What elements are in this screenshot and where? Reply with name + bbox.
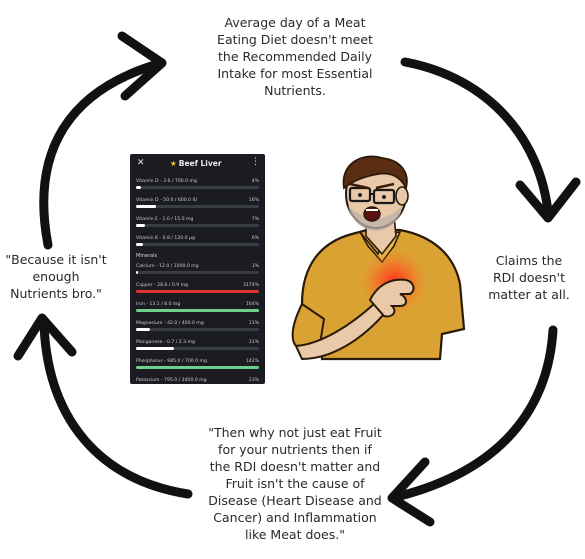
progress-fill (136, 224, 145, 227)
arrowhead-right (515, 177, 581, 223)
star-icon: ★ (170, 159, 177, 168)
progress-track (136, 271, 259, 274)
minerals-heading: Minerals (136, 253, 158, 259)
progress-fill (136, 186, 141, 189)
kebab-icon[interactable]: ⋮ (251, 157, 260, 167)
nutrient-percent: 6% (251, 236, 259, 241)
caption-top: Average day of a Meat Eating Diet doesn'… (217, 15, 373, 98)
arrowhead-bottom (387, 457, 435, 527)
nutrient-row: Copper - 28.6 / 0.9 mg 3174% (130, 278, 265, 297)
arrow-bottom-left (39, 320, 193, 499)
caption-left: "Because it isn't enough Nutrients bro." (5, 252, 107, 301)
nutrient-percent: 16% (248, 198, 259, 203)
progress-fill (136, 347, 175, 350)
progress-fill (136, 309, 259, 312)
progress-track (136, 347, 259, 350)
nutrient-percent: 31% (248, 340, 259, 345)
progress-track (136, 309, 259, 312)
nutrient-percent: 142% (245, 359, 259, 364)
nutrient-app-screenshot: ✕ ★Beef Liver ⋮ Vitamin D - 3.6 / 700.0 … (130, 154, 265, 384)
caption-bottom: "Then why not just eat Fruit for your nu… (208, 425, 382, 542)
progress-fill (136, 205, 156, 208)
nutrient-label: Iron - 13.1 / 8.0 mg (136, 302, 181, 307)
progress-track (136, 205, 259, 208)
progress-fill (136, 290, 259, 293)
nutrient-row: Potassium - 795.0 / 3400.0 mg 23% (130, 373, 265, 384)
nutrient-label: Vitamin D - 3.6 / 700.0 mg (136, 179, 197, 184)
arrowhead-left (13, 313, 77, 361)
progress-track (136, 224, 259, 227)
nutrient-label: Manganese - 0.7 / 2.3 mg (136, 340, 195, 345)
nutrient-row: Phosphorus - 985.0 / 700.0 mg 142% (130, 354, 265, 373)
progress-fill (136, 328, 150, 331)
progress-fill (136, 271, 139, 274)
nutrient-percent: 7% (251, 217, 259, 222)
progress-track (136, 366, 259, 369)
nutrient-percent: 164% (245, 302, 259, 307)
man-clutching-chest-illustration (291, 155, 466, 361)
caption-right: Claims the RDI doesn't matter at all. (488, 253, 570, 302)
nutrient-percent: 1% (251, 264, 259, 269)
nutrient-row: Manganese - 0.7 / 2.3 mg 31% (130, 335, 265, 354)
progress-track (136, 243, 259, 246)
nutrient-row: Calcium - 12.0 / 1000.0 mg 1% (130, 259, 265, 278)
progress-track (136, 290, 259, 293)
nutrient-label: Phosphorus - 985.0 / 700.0 mg (136, 359, 207, 364)
arrow-top-right (400, 57, 553, 217)
nutrient-label: Copper - 28.6 / 0.9 mg (136, 283, 188, 288)
arrow-bottom-right (395, 325, 558, 501)
progress-fill (136, 366, 259, 369)
food-title: ★Beef Liver (170, 159, 222, 168)
close-icon[interactable]: ✕ (137, 158, 145, 168)
nutrient-row: Vitamin D - 3.6 / 700.0 mg 4% (130, 174, 265, 193)
food-title-text: Beef Liver (178, 159, 222, 168)
nutrient-percent: 11% (248, 321, 259, 326)
nutrient-row: Magnesium - 42.0 / 400.0 mg 11% (130, 316, 265, 335)
nutrient-row: Vitamin K - 6.8 / 120.0 µg 6% (130, 231, 265, 250)
progress-track (136, 328, 259, 331)
nutrient-label: Potassium - 795.0 / 3400.0 mg (136, 378, 207, 383)
nutrient-row: Vitamin E - 1.0 / 15.0 mg 7% (130, 212, 265, 231)
progress-track (136, 186, 259, 189)
nutrient-label: Vitamin E - 1.0 / 15.0 mg (136, 217, 194, 222)
nutrient-row: Vitamin D - 50.0 / 600.0 IU 16% (130, 193, 265, 212)
nutrient-label: Magnesium - 42.0 / 400.0 mg (136, 321, 204, 326)
nutrient-percent: 3174% (242, 283, 259, 288)
app-header: ✕ ★Beef Liver ⋮ (130, 154, 265, 174)
mineral-list: Calcium - 12.0 / 1000.0 mg 1% Copper - 28.… (130, 259, 265, 384)
nutrient-row: Iron - 13.1 / 8.0 mg 164% (130, 297, 265, 316)
arrowhead-top (117, 31, 167, 101)
nutrient-percent: 23% (248, 378, 259, 383)
progress-fill (136, 243, 144, 246)
nutrient-label: Calcium - 12.0 / 1000.0 mg (136, 264, 199, 269)
arrow-top-left (39, 59, 163, 250)
nutrient-label: Vitamin K - 6.8 / 120.0 µg (136, 236, 195, 241)
nutrient-label: Vitamin D - 50.0 / 600.0 IU (136, 198, 198, 203)
nutrient-percent: 4% (251, 179, 259, 184)
